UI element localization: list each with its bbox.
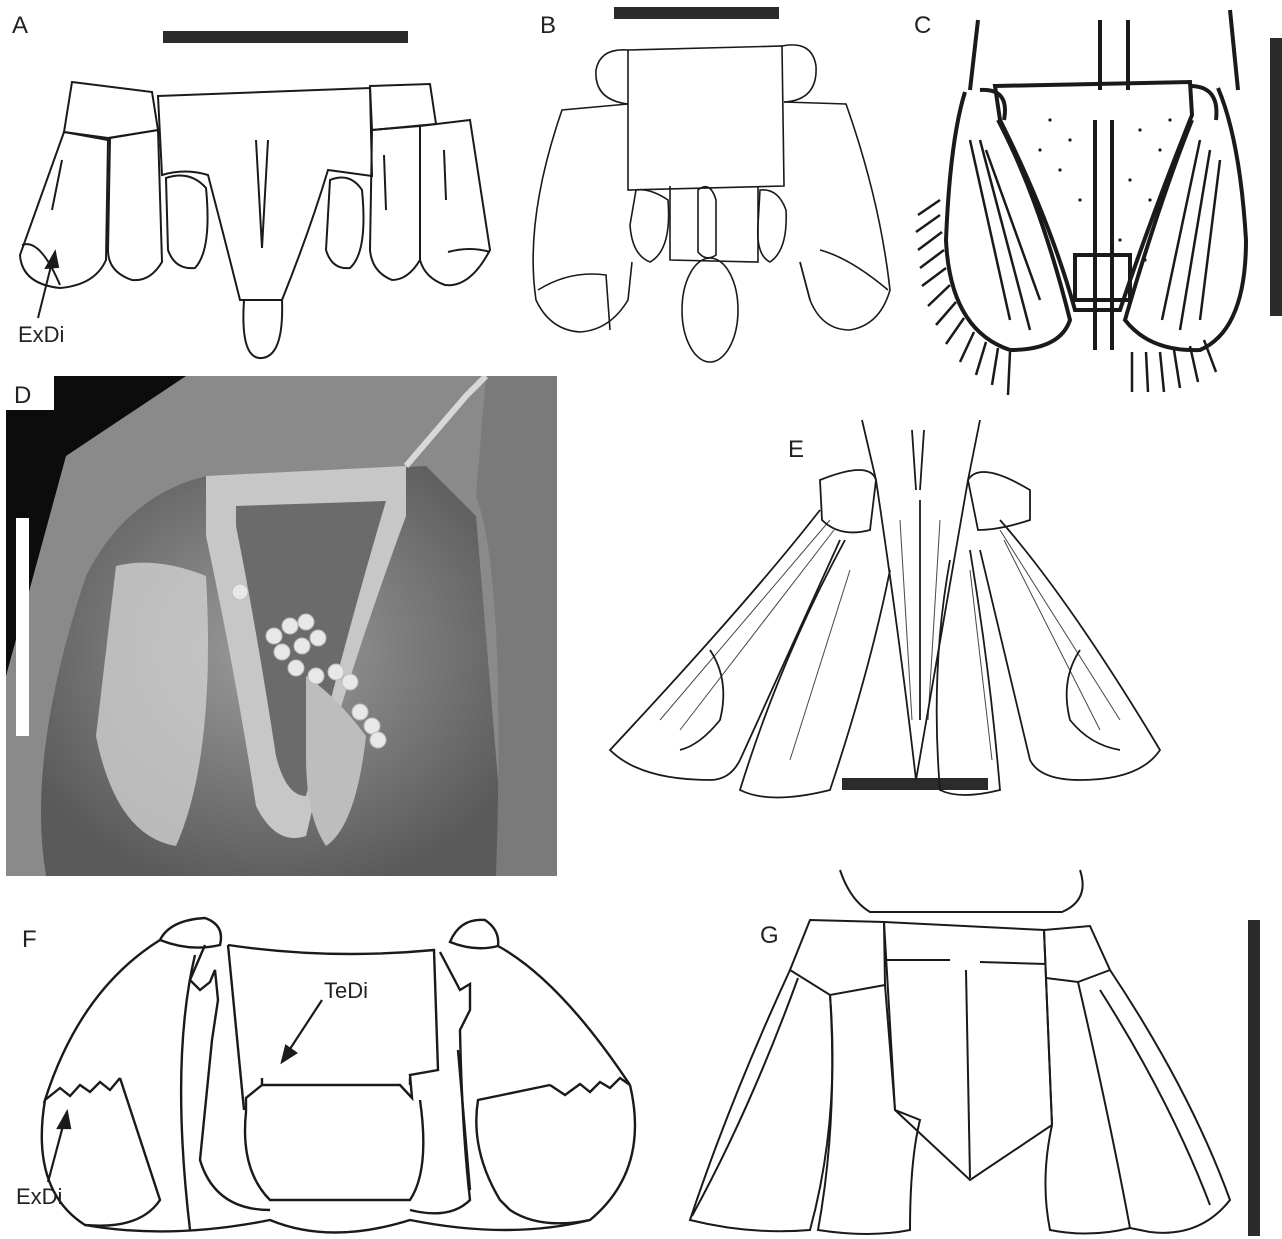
panel-c-drawing bbox=[900, 0, 1282, 420]
annotation-exdi-f: ExDi bbox=[16, 1186, 62, 1208]
panel-label-d: D bbox=[14, 384, 31, 408]
annotation-exdi-a: ExDi bbox=[18, 324, 64, 346]
panel-d-photo bbox=[6, 376, 557, 876]
scale-bar-b bbox=[614, 7, 779, 19]
scale-bar-g bbox=[1248, 920, 1260, 1236]
scale-bar-e bbox=[842, 778, 988, 790]
scale-bar-c bbox=[1270, 38, 1282, 316]
panel-f-drawing bbox=[0, 900, 660, 1239]
scale-bar-d bbox=[16, 518, 29, 736]
scale-bar-a bbox=[163, 31, 408, 43]
panel-g-drawing bbox=[670, 860, 1282, 1239]
panel-a-drawing bbox=[0, 0, 520, 370]
panel-b-drawing bbox=[510, 0, 910, 370]
panel-e-drawing bbox=[600, 420, 1060, 810]
annotation-tedi-f: TeDi bbox=[324, 980, 368, 1002]
